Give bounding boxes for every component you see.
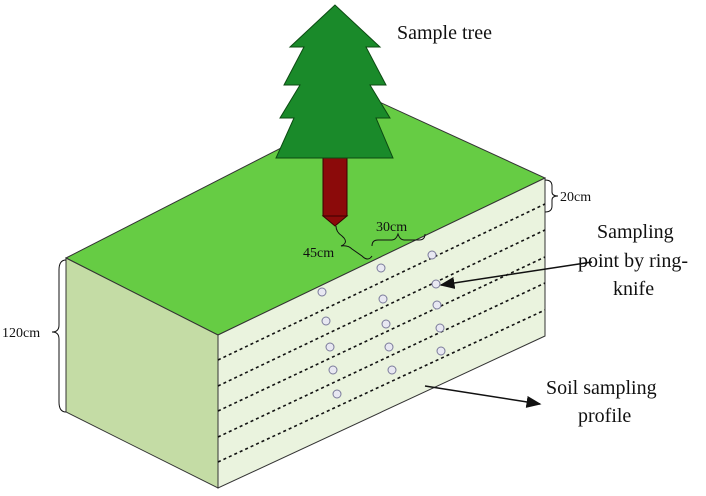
sampling-point	[436, 346, 446, 356]
sampling-point	[381, 319, 391, 329]
layer-line-3	[217, 256, 546, 412]
layer-line-2	[217, 229, 546, 387]
sampling-points	[317, 250, 446, 399]
sampling-point	[435, 323, 445, 333]
sampling-point	[332, 389, 342, 399]
brace-120cm	[51, 259, 67, 413]
arrow-sampling-point	[439, 261, 593, 289]
label-sample-tree: Sample tree	[397, 22, 492, 44]
sampling-point	[321, 316, 331, 326]
label-sampling-point-1: Sampling	[597, 221, 674, 243]
sampling-point	[325, 342, 335, 352]
layer-line-4	[217, 282, 546, 438]
brace-30cm	[371, 232, 426, 247]
brace-45cm	[335, 225, 373, 260]
sampling-point	[317, 287, 327, 297]
sampling-point	[427, 250, 437, 260]
layer-boundaries	[217, 203, 546, 463]
layer-line-1	[217, 203, 546, 361]
sampling-point	[431, 279, 441, 289]
sampling-point	[378, 294, 388, 304]
tree-trunk	[321, 149, 349, 227]
sampling-point	[328, 365, 338, 375]
label-45cm: 45cm	[303, 246, 334, 261]
sampling-point	[384, 342, 394, 352]
label-120cm: 120cm	[2, 326, 40, 341]
label-sampling-point-3: knife	[613, 278, 654, 300]
sampling-point	[376, 263, 386, 273]
tree-crown-icon	[275, 4, 394, 159]
brace-20cm	[544, 179, 559, 213]
label-30cm: 30cm	[376, 220, 407, 235]
label-sampling-point-2: point by ring-	[578, 250, 688, 272]
label-profile-1: Soil sampling	[546, 377, 657, 399]
label-20cm: 20cm	[560, 190, 591, 205]
sampling-point	[387, 365, 397, 375]
label-profile-2: profile	[578, 405, 631, 427]
layer-line-5	[217, 309, 546, 463]
arrow-soil-profile	[424, 385, 542, 408]
sampling-point	[432, 300, 442, 310]
